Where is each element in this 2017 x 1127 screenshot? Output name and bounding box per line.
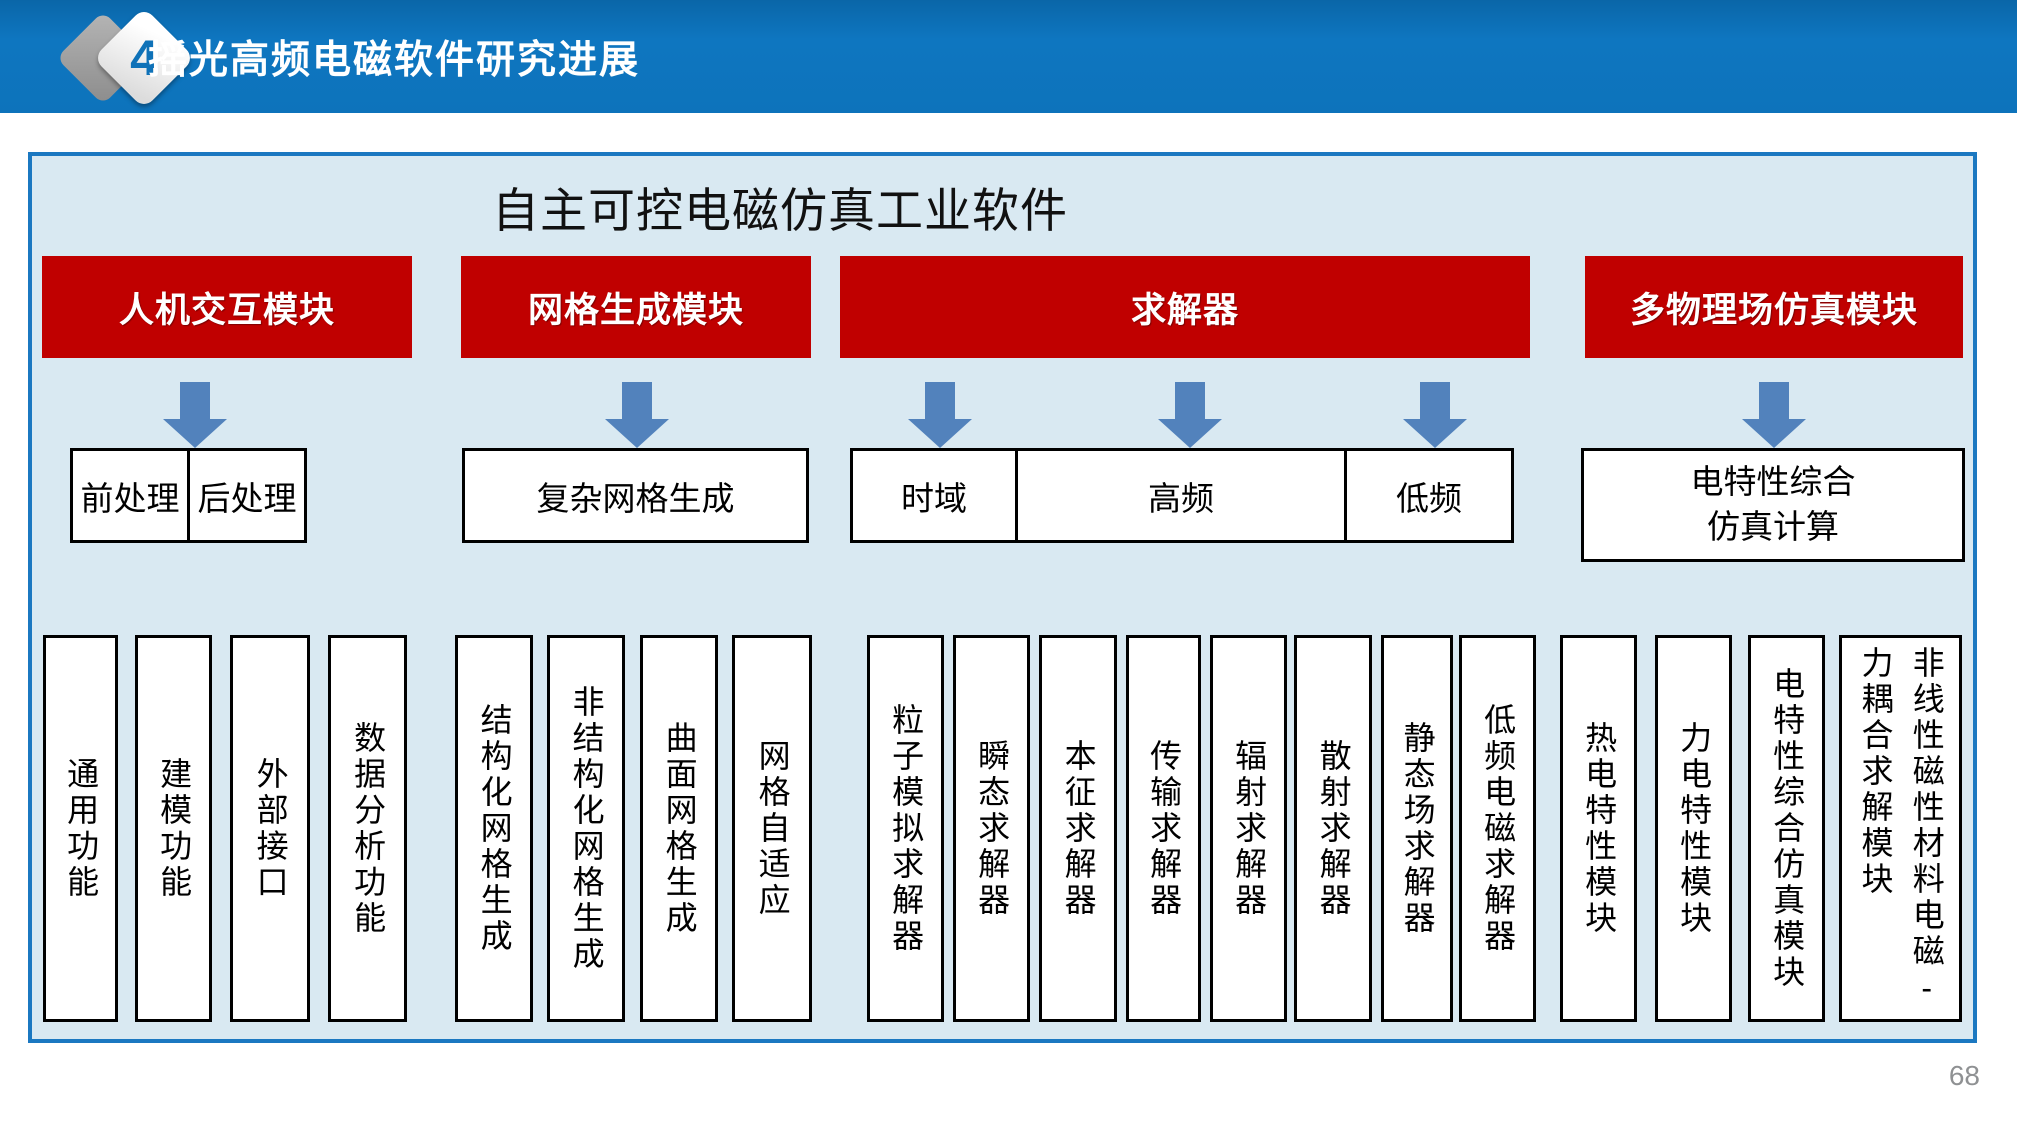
down-arrow-icon	[1158, 382, 1222, 448]
module-header-multiphysics: 多物理场仿真模块	[1585, 256, 1963, 358]
function-box: 瞬态求解器	[953, 635, 1030, 1022]
module-header-mesh: 网格生成模块	[461, 256, 811, 358]
sub-box-time-domain: 时域	[850, 448, 1018, 543]
module-header-solver: 求解器	[840, 256, 1530, 358]
slide-header-bar: 4 摇光高频电磁软件研究进展	[0, 0, 2017, 113]
sub-box-low-freq: 低频	[1344, 448, 1514, 543]
slide-title: 摇光高频电磁软件研究进展	[148, 38, 641, 82]
function-box: 通用功能	[43, 635, 118, 1022]
function-box: 建模功能	[135, 635, 212, 1022]
sub-box-electrical-sim: 电特性综合 仿真计算	[1581, 448, 1965, 562]
function-box: 结构化网格生成	[455, 635, 533, 1022]
module-header-hmi: 人机交互模块	[42, 256, 412, 358]
function-box: 热电特性模块	[1560, 635, 1637, 1022]
function-box: 非线性磁性材料电磁-力耦合求解模块	[1839, 635, 1962, 1022]
function-box: 非结构化网格生成	[547, 635, 625, 1022]
function-box: 静态场求解器	[1381, 635, 1453, 1022]
function-box: 辐射求解器	[1210, 635, 1287, 1022]
sub-box-high-freq: 高频	[1015, 448, 1347, 543]
section-number: 4	[130, 30, 158, 86]
sub-box-postprocess: 后处理	[187, 448, 307, 543]
function-box: 力电特性模块	[1655, 635, 1732, 1022]
down-arrow-icon	[1742, 382, 1806, 448]
function-box: 粒子模拟求解器	[867, 635, 944, 1022]
diagram-title: 自主可控电磁仿真工业软件	[492, 184, 1068, 237]
function-box: 散射求解器	[1294, 635, 1372, 1022]
function-box: 电特性综合仿真模块	[1748, 635, 1825, 1022]
down-arrow-icon	[605, 382, 669, 448]
down-arrow-icon	[908, 382, 972, 448]
sub-box-complex-mesh: 复杂网格生成	[462, 448, 809, 543]
function-box: 传输求解器	[1126, 635, 1201, 1022]
function-box: 低频电磁求解器	[1459, 635, 1536, 1022]
function-box: 本征求解器	[1039, 635, 1117, 1022]
function-box: 数据分析功能	[328, 635, 407, 1022]
function-box: 曲面网格生成	[640, 635, 718, 1022]
sub-box-preprocess: 前处理	[70, 448, 190, 543]
down-arrow-icon	[163, 382, 227, 448]
function-box: 外部接口	[230, 635, 310, 1022]
down-arrow-icon	[1403, 382, 1467, 448]
section-number-badge: 4	[28, 6, 195, 109]
function-box: 网格自适应	[732, 635, 812, 1022]
page-number: 68	[1948, 1060, 1980, 1091]
